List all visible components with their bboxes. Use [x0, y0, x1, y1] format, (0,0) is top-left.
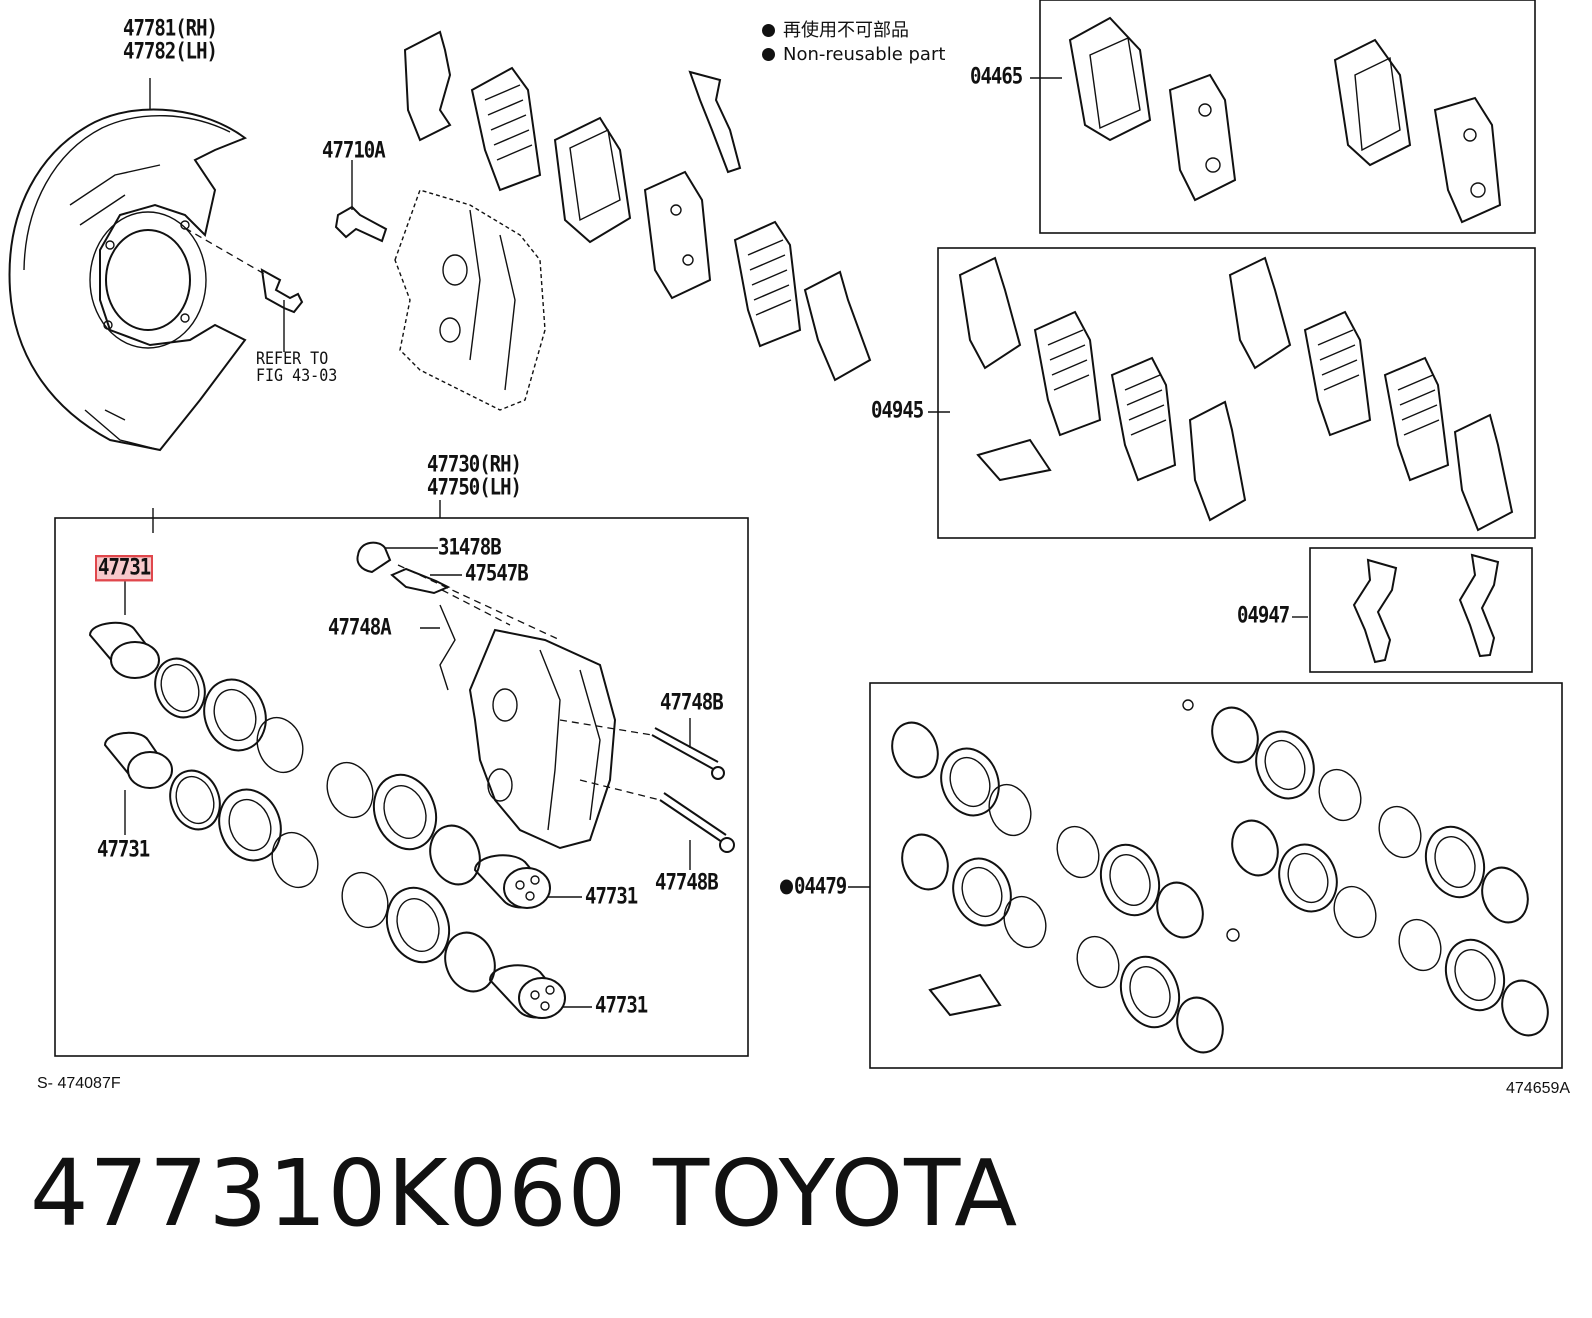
- shim-kit-frame: [937, 247, 1536, 539]
- label-caliper-rh[interactable]: 47730(RH): [427, 451, 522, 477]
- label-piston-lower-left[interactable]: 47731: [97, 836, 150, 862]
- label-piston-bottom[interactable]: 47731: [595, 992, 648, 1018]
- seal-kit-frame: [869, 682, 1563, 1069]
- shim-kit-parts: [928, 256, 1514, 532]
- caliper-bolt: [334, 160, 388, 243]
- caption-brand: TOYOTA: [653, 1140, 1019, 1247]
- non-reusable-dot-icon: [780, 879, 793, 895]
- upper-pad-shim-row: [403, 30, 872, 382]
- label-shield-lh[interactable]: 47782(LH): [123, 38, 218, 64]
- footer-right-ref: 474659A: [1506, 1080, 1571, 1097]
- label-refer-line1: REFER TO: [256, 347, 329, 369]
- shield-bolt: [184, 227, 304, 352]
- label-pin-upper[interactable]: 47748B: [660, 689, 724, 715]
- label-seal-kit[interactable]: 04479: [780, 875, 847, 898]
- legend-jp: 再使用不可部品: [762, 22, 909, 40]
- caption-part-number: 477310K060: [30, 1140, 628, 1247]
- pad-kit-frame: [1039, 0, 1536, 234]
- caliper-assembly-frame: [54, 517, 749, 1057]
- upper-caliper-body: [394, 189, 546, 411]
- label-piston-mid[interactable]: 47731: [585, 883, 638, 909]
- label-bolt[interactable]: 47710A: [322, 137, 386, 163]
- label-shim-kit[interactable]: 04945: [871, 397, 924, 423]
- pad-kit-parts: [1030, 16, 1502, 224]
- footer-left-ref: S- 474087F: [37, 1075, 121, 1092]
- label-caliper-lh[interactable]: 47750(LH): [427, 474, 522, 500]
- spring-kit-frame: [1309, 547, 1533, 673]
- spring-kit-parts: [1292, 553, 1500, 664]
- label-pad-kit[interactable]: 04465: [970, 63, 1023, 89]
- label-spring-kit[interactable]: 04947: [1237, 602, 1290, 628]
- dust-shield: [8, 78, 248, 452]
- label-refer-line2: FIG 43-03: [256, 364, 338, 386]
- seal-kit-parts: [848, 699, 1549, 1054]
- non-reusable-dot-icon: [762, 24, 775, 37]
- label-shield-rh[interactable]: 47781(RH): [123, 15, 218, 41]
- label-bleeder[interactable]: 47547B: [465, 560, 529, 586]
- label-piston-highlight[interactable]: 47731: [95, 555, 154, 582]
- legend-en: Non-reusable part: [762, 46, 945, 64]
- lower-caliper-parts: [88, 500, 735, 1019]
- label-spring-clip[interactable]: 47748A: [328, 614, 392, 640]
- label-cap[interactable]: 31478B: [438, 534, 502, 560]
- label-pin-lower[interactable]: 47748B: [655, 869, 719, 895]
- non-reusable-dot-icon: [762, 48, 775, 61]
